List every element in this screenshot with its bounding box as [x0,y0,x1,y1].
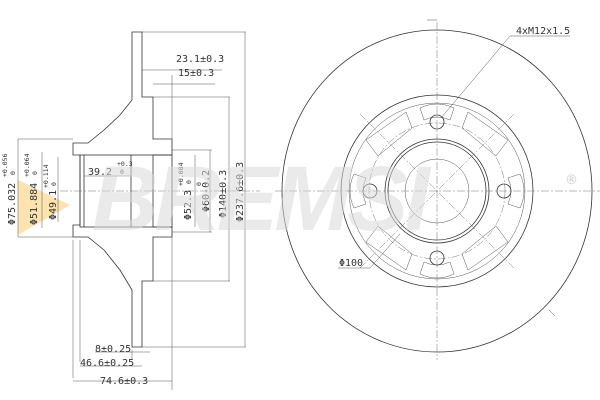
brand-watermark: BREMSI [92,148,432,250]
dim-23-1: 23.1±0.3 [176,54,224,65]
dim-phi60-tol-upper: 0 [195,182,203,186]
dim-phi51-tol-upper: +0.064 [23,153,31,177]
dim-phi51: Φ51.884 [29,183,40,225]
front-view: 4xM12x1.5 Φ100 [275,19,600,360]
section-view: 23.1±0.3 15±0.3 8±0.25 46.6±0.25 74.6±0.… [1,31,260,390]
dim-15: 15±0.3 [178,68,214,79]
dim-phi75: Φ75.032 [7,183,18,225]
dim-phi237: Φ237.6±0.3 [235,162,246,222]
dim-phi140: Φ140±0.3 [218,170,229,218]
dim-39-2-tol-upper: +0.3 [117,160,133,168]
dim-phi52-tol-upper: +0.084 [177,162,185,186]
dim-39-2-tol-lower: 0 [120,168,124,176]
dim-8: 8±0.25 [95,344,131,355]
cooling-slots [349,103,525,279]
dim-phi49: Φ49.1 [48,190,59,220]
dim-39-2: 39.2 [88,167,112,178]
dim-46-6: 46.6±0.25 [80,358,134,369]
dim-74-6: 74.6±0.3 [100,376,148,387]
dim-phi49-tol-upper: +0.114 [42,164,50,188]
dim-phi75-tol-upper: +0.056 [1,153,9,177]
thread-label: 4xM12x1.5 [516,26,570,37]
brand-logo-triangle [18,180,70,235]
dim-phi52: Φ52.3 [183,190,194,220]
dim-phi75-tol-lower: 0 [9,171,17,175]
registered-mark: ® [565,173,578,188]
dim-phi51-tol-lower: 0 [31,171,39,175]
dim-phi52-tol-lower: 0 [185,180,193,184]
dim-phi60: Φ60-0.2 [201,170,212,212]
dim-phi49-tol-lower: 0 [50,182,58,186]
bolt-hole [429,114,445,130]
pcd-label: Φ100 [339,258,363,269]
